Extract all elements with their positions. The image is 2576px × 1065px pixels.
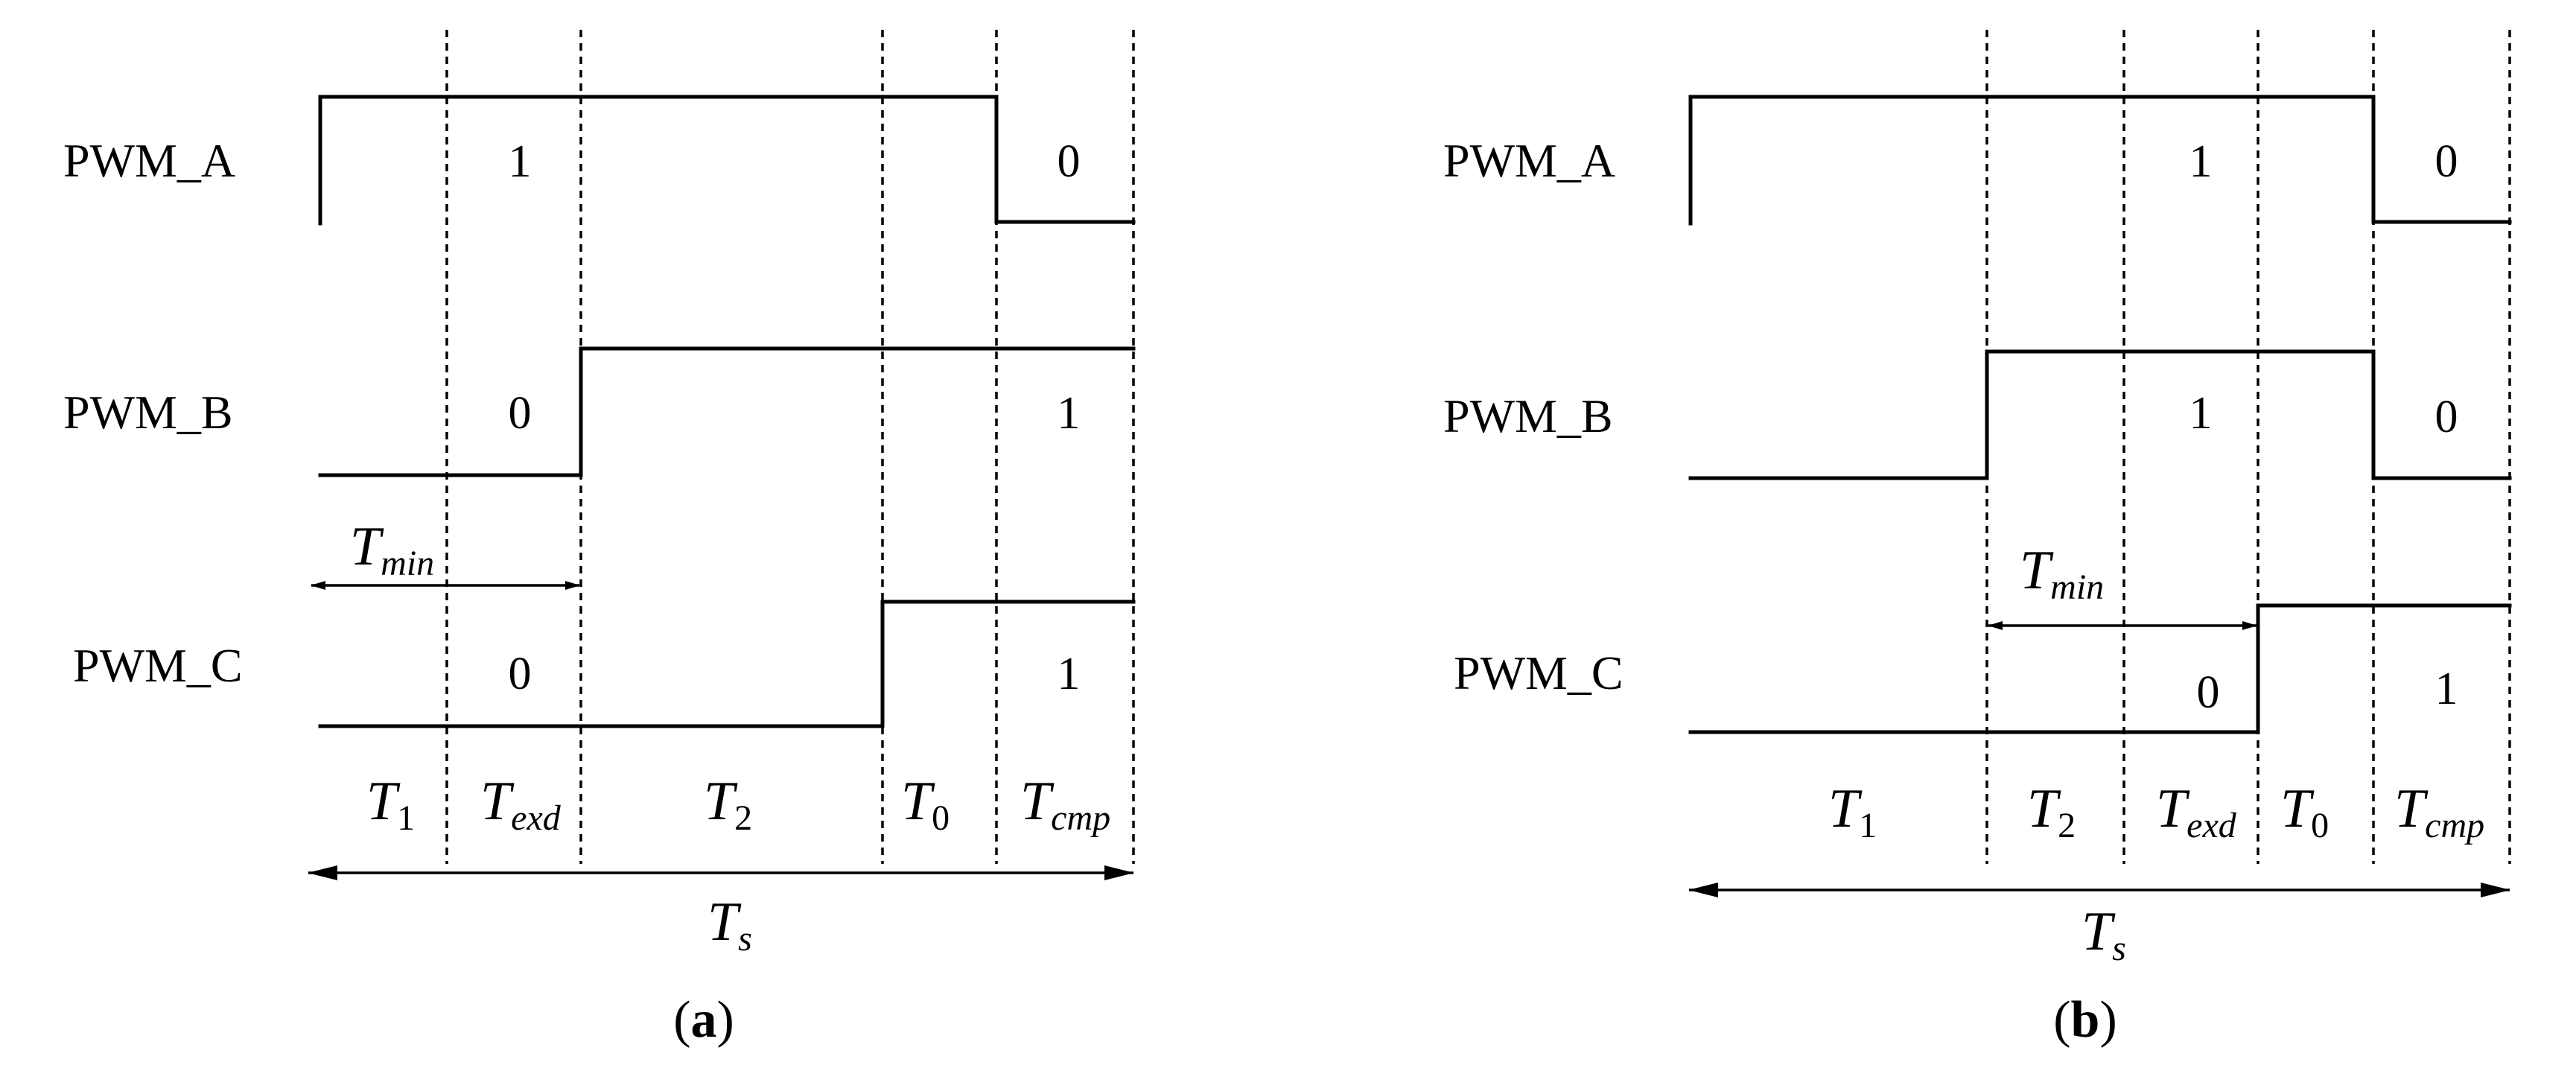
- panel-caption-b: (b): [2053, 991, 2117, 1049]
- tmin-label: Tmin: [2020, 540, 2104, 607]
- logic-value: 1: [1058, 388, 1081, 439]
- waveform-pwm-c: [1688, 603, 2512, 734]
- logic-value: 1: [2435, 664, 2458, 714]
- signal-label-pwm-a: PWM_A: [1443, 134, 1615, 187]
- logic-value: 1: [509, 136, 532, 187]
- logic-value: 1: [2189, 136, 2213, 187]
- logic-value: 0: [2197, 667, 2220, 718]
- interval-label-texd: Texd: [2156, 778, 2237, 845]
- ts-label: Ts: [707, 891, 752, 958]
- interval-label-texd: Texd: [480, 771, 562, 838]
- panel-b: PWM_A PWM_B PWM_C 1 0 1 0 0 1 Tmin T1 T2…: [1443, 30, 2512, 1049]
- logic-value: 0: [1058, 136, 1081, 187]
- interval-label-tcmp: Tcmp: [1020, 771, 1110, 838]
- signal-label-pwm-c: PWM_C: [1454, 646, 1623, 699]
- logic-value: 1: [1058, 649, 1081, 699]
- interval-label-t2: T2: [704, 771, 752, 838]
- waveform-pwm-c: [318, 600, 1136, 728]
- interval-label-t2: T2: [2027, 778, 2076, 845]
- logic-value: 0: [2435, 136, 2458, 187]
- signal-label-pwm-a: PWM_A: [63, 134, 235, 187]
- panel-a: PWM_A PWM_B PWM_C 1 0 0 1 0 1 Tmin T1 Te…: [63, 30, 1136, 1049]
- interval-label-tcmp: Tcmp: [2394, 778, 2484, 845]
- waveform-pwm-b: [1688, 349, 2512, 480]
- tmin-label: Tmin: [350, 516, 434, 583]
- signal-label-pwm-b: PWM_B: [1443, 390, 1613, 442]
- logic-value: 0: [509, 388, 532, 439]
- waveform-pwm-a: [318, 95, 1136, 226]
- signal-label-pwm-b: PWM_B: [63, 386, 233, 439]
- logic-value: 1: [2189, 388, 2213, 439]
- interval-label-t1: T1: [1828, 778, 1877, 845]
- waveform-pwm-a: [1688, 95, 2512, 226]
- interval-label-t1: T1: [366, 771, 415, 838]
- interval-label-t0: T0: [2280, 778, 2329, 845]
- panel-caption-a: (a): [673, 991, 734, 1049]
- waveform-pwm-b: [318, 346, 1136, 477]
- signal-label-pwm-c: PWM_C: [73, 639, 243, 692]
- logic-value: 0: [2435, 392, 2458, 442]
- logic-value: 0: [509, 649, 532, 699]
- interval-label-t0: T0: [901, 771, 950, 838]
- ts-label: Ts: [2082, 901, 2126, 968]
